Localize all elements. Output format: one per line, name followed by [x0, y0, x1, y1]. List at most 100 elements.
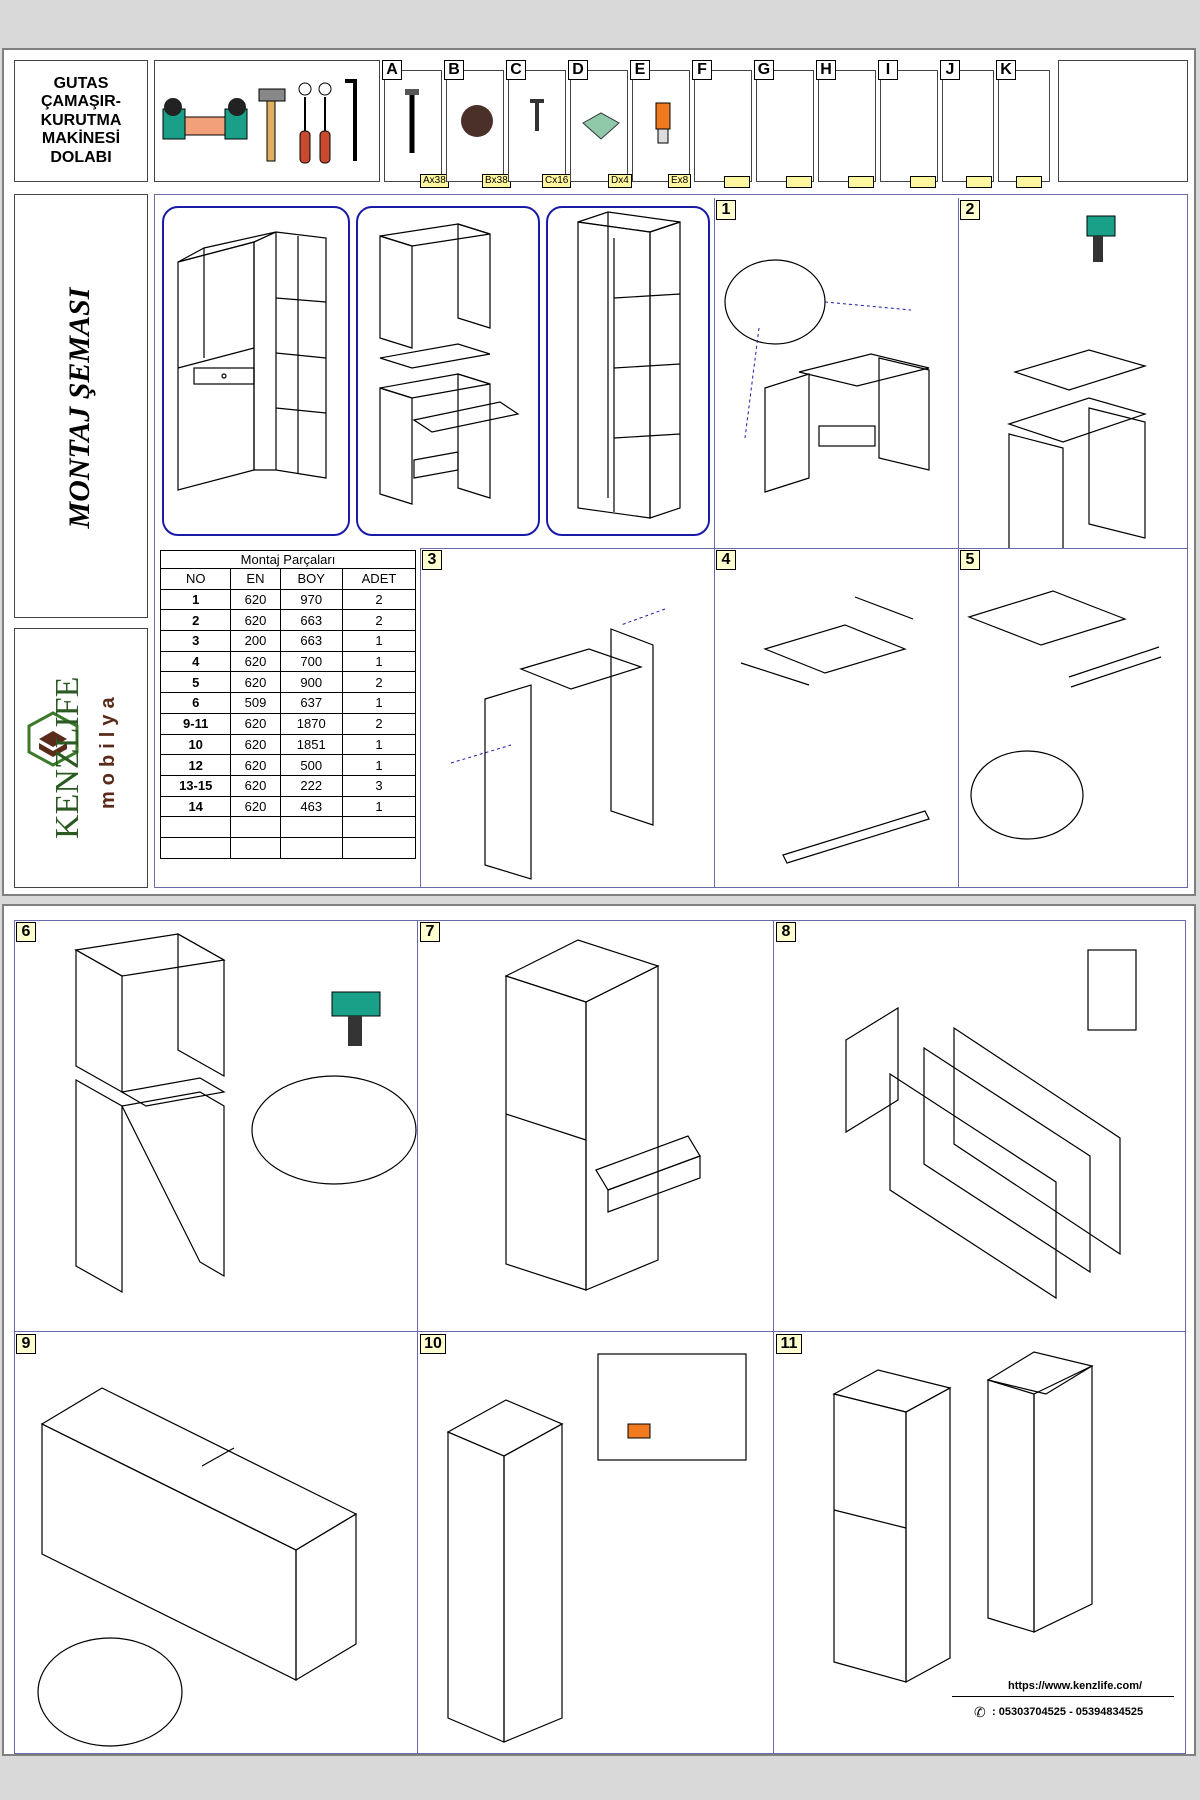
cell-en	[230, 836, 281, 859]
cell-adet	[341, 836, 417, 859]
step-6-drawing	[74, 932, 417, 1294]
cell-no: 14	[159, 795, 232, 818]
step-7-panel	[418, 920, 774, 1332]
header-en: EN	[230, 568, 281, 590]
hardware-letter-f: F	[692, 60, 712, 80]
step-11-drawing	[832, 1351, 1094, 1684]
hardware-letter-g: G	[754, 60, 774, 80]
cell-boy: 222	[279, 774, 343, 797]
footer-url[interactable]: https://www.kenzlife.com/	[1008, 1680, 1143, 1692]
cell-no: 9-11	[159, 712, 232, 735]
footer-divider	[952, 1696, 1174, 1697]
title-panel: MONTAJ ŞEMASI	[14, 194, 148, 618]
lower-unit-exploded-drawing	[379, 223, 520, 505]
cell-adet: 2	[341, 712, 417, 735]
header-no: NO	[159, 568, 232, 590]
allen-key-icon	[345, 79, 357, 161]
hardware-box-a	[384, 70, 442, 182]
brand-tagline: mobilya	[97, 691, 119, 809]
cell-no: 12	[159, 754, 232, 776]
cell-boy	[279, 816, 343, 838]
cell-adet: 1	[341, 754, 417, 776]
cell-en: 620	[230, 712, 281, 735]
hardware-count-k	[1016, 176, 1042, 188]
hammer-icon	[258, 88, 286, 162]
step-number-8: 8	[776, 922, 796, 942]
connector-bracket-icon	[582, 112, 620, 140]
product-title-box: GUTAS ÇAMAŞIR- KURUTMA MAKİNESİ DOLABI	[14, 60, 148, 182]
step-5-drawing	[967, 590, 1162, 840]
cell-boy: 700	[279, 650, 343, 673]
cell-adet: 3	[341, 774, 417, 797]
hardware-box-g	[756, 70, 814, 182]
cell-boy: 970	[279, 588, 343, 611]
cell-en: 200	[230, 630, 281, 652]
cell-en: 620	[230, 754, 281, 776]
tools-illustration	[162, 79, 357, 164]
step-6-panel	[14, 920, 418, 1332]
hardware-count-j	[966, 176, 992, 188]
cell-en: 509	[230, 692, 281, 714]
footer-phones: : 05303704525 - 05394834525	[992, 1706, 1144, 1718]
hardware-strip: A Ax38 B Bx38 C Cx16 D Dx4	[382, 60, 1052, 188]
table-row	[159, 816, 417, 838]
cell-en: 620	[230, 774, 281, 797]
cell-no: 6	[159, 692, 232, 714]
cell-adet: 1	[341, 692, 417, 714]
hardware-box-d	[570, 70, 628, 182]
cell-boy	[279, 836, 343, 859]
cell-adet	[341, 816, 417, 838]
step-number-7: 7	[420, 922, 440, 942]
cell-no	[159, 816, 232, 838]
hardware-letter-a: A	[382, 60, 402, 80]
cell-no: 13-15	[159, 774, 232, 797]
tall-unit-drawing	[577, 211, 681, 519]
step-number-11: 11	[776, 1334, 802, 1354]
parts-table-caption: Montaj Parçaları	[160, 550, 416, 568]
hardware-letter-b: B	[444, 60, 464, 80]
cell-boy: 900	[279, 671, 343, 694]
long-screw-icon	[405, 89, 419, 153]
short-screw-icon	[530, 99, 544, 131]
cell-no: 1	[159, 588, 232, 611]
step-9-drawing	[37, 1387, 358, 1747]
hardware-count-i	[910, 176, 936, 188]
cell-adet: 1	[341, 795, 417, 818]
screw-cap-icon	[461, 105, 493, 137]
step-4-drawing	[740, 596, 930, 864]
hardware-letter-h: H	[816, 60, 836, 80]
top-sheet: GUTAS ÇAMAŞIR- KURUTMA MAKİNESİ DOLABI	[2, 48, 1196, 896]
hardware-box-k	[998, 70, 1050, 182]
cell-boy: 463	[279, 795, 343, 818]
hardware-count-c: Cx16	[542, 174, 572, 188]
hardware-spare-box	[1058, 60, 1188, 182]
cell-en: 620	[230, 733, 281, 756]
shelf-pin-icon	[627, 1423, 651, 1439]
hardware-letter-c: C	[506, 60, 526, 80]
step-2-drawing	[1007, 215, 1148, 577]
hardware-count-f	[724, 176, 750, 188]
cell-adet: 1	[341, 630, 417, 652]
hardware-box-e	[632, 70, 690, 182]
diagram-title: MONTAJ ŞEMASI	[63, 287, 96, 529]
step-number-6: 6	[16, 922, 36, 942]
step-1-panel	[714, 198, 958, 548]
cell-adet: 1	[341, 650, 417, 673]
cell-en: 620	[230, 588, 281, 611]
hardware-count-e: Ex8	[668, 174, 692, 188]
overview-lower-unit	[356, 206, 540, 536]
drill-icon	[331, 991, 381, 1046]
cell-boy: 1851	[279, 733, 343, 756]
step-number-5: 5	[960, 550, 980, 570]
overview-tall-unit	[546, 206, 710, 536]
kenzlife-logo-icon	[27, 711, 79, 767]
